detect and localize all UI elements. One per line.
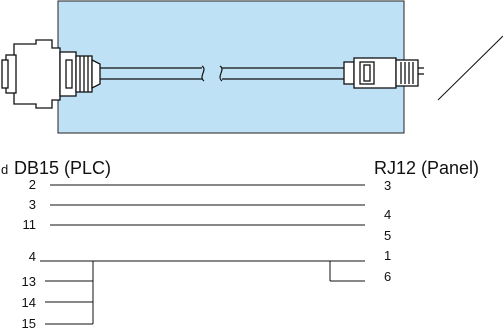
left-header-prefix: d [1, 162, 9, 177]
right-header: RJ12 (Panel) [374, 158, 480, 178]
right-pin-label: 5 [384, 228, 392, 243]
left-pin-label: 11 [22, 217, 37, 232]
db15-connector-icon [1, 39, 101, 109]
left-header: DB15 (PLC) [14, 158, 112, 178]
rj12-connector-icon [343, 57, 424, 89]
pin-wires [40, 184, 365, 325]
leader-line [437, 35, 503, 101]
left-pin-label: 4 [28, 249, 36, 264]
cable [100, 65, 344, 82]
right-pin-label: 4 [384, 207, 392, 222]
right-pin-label: 3 [384, 178, 392, 193]
right-pin-label: 1 [384, 248, 392, 263]
left-pin-label: 14 [21, 295, 36, 310]
left-pin-label: 15 [21, 316, 36, 331]
left-pin-label: 13 [21, 274, 36, 289]
left-pin-label: 3 [28, 197, 36, 212]
right-pin-label: 6 [384, 269, 392, 284]
left-pin-label: 2 [28, 177, 36, 192]
